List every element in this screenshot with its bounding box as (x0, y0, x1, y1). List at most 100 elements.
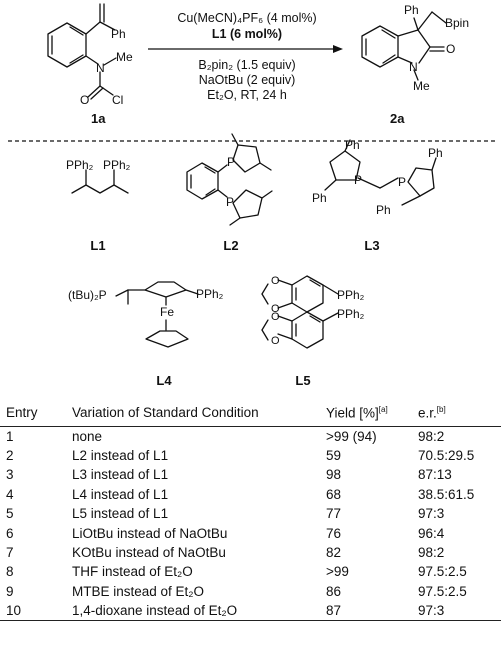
row-entry-cell: 3 (6, 467, 14, 483)
table-row: 6 LiOtBu instead of NaOtBu 76 96:4 (0, 523, 501, 542)
l3-atom-1: Ph (345, 138, 360, 152)
l2-atom-2: P (226, 195, 234, 209)
l5-atom-o1: O (271, 275, 280, 287)
header-yield-note: [a] (378, 405, 388, 414)
boron-reagent-text: B₂pin₂ (1.5 equiv) (198, 58, 295, 72)
l5-atom-o3: O (271, 311, 280, 323)
row-er-cell: 98:2 (418, 545, 445, 561)
header-er-note: [b] (436, 405, 446, 414)
row-variation-cell: THF instead of Et₂O (72, 564, 193, 580)
ligand-l2-label: L2 (223, 238, 238, 253)
row-yield-cell: 86 (326, 583, 342, 599)
substrate-n-atom: N (96, 61, 105, 75)
table-row: 4 L4 instead of L1 68 38.5:61.5 (0, 485, 501, 504)
row-variation-cell: L2 instead of L1 (72, 448, 169, 464)
reaction-scheme: Ph N Me O Cl 1a Cu(MeCN)₄PF₆ (4 mol%) L1… (8, 3, 495, 388)
l3-atom-5: Ph (428, 146, 443, 160)
l3-atom-3: P (354, 173, 362, 187)
row-er-cell: 96:4 (418, 525, 445, 541)
ligand-l1-label: L1 (90, 238, 105, 253)
l3-atom-6: Ph (376, 203, 391, 217)
ligand-l3-structure: Ph Ph P P Ph Ph (312, 138, 443, 217)
substrate-ph-atom: Ph (111, 27, 126, 41)
substrate-1a-structure: Ph N Me O Cl (47, 3, 133, 107)
substrate-o-atom: O (80, 93, 89, 107)
table-row: 1 none >99 (94) 98:2 (0, 426, 501, 446)
l5-atom-1: PPh₂ (337, 288, 365, 302)
results-table: Entry Variation of Standard Condition Yi… (0, 400, 501, 622)
row-entry-cell: 10 (0, 601, 70, 622)
row-entry-cell: 1 (6, 428, 14, 444)
substrate-label: 1a (91, 111, 106, 126)
l5-atom-2: PPh₂ (337, 307, 365, 321)
row-er-cell: 97.5:2.5 (418, 564, 467, 580)
l2-atom-1: P (227, 155, 235, 169)
row-variation-cell: MTBE instead of Et₂O (72, 583, 205, 599)
row-variation-cell: none (72, 428, 103, 444)
header-yield: Yield [%][a] (324, 400, 416, 427)
l4-atom-2: Fe (160, 305, 174, 319)
substrate-me-atom: Me (116, 50, 133, 64)
row-variation-cell: L4 instead of L1 (72, 486, 169, 502)
l5-atom-o2: O (271, 303, 280, 315)
row-variation-cell: L3 instead of L1 (72, 467, 169, 483)
row-entry-cell: 5 (6, 506, 14, 522)
row-er-cell: 98:2 (418, 428, 445, 444)
row-yield-cell: >99 (326, 564, 349, 580)
row-er-cell: 38.5:61.5 (418, 486, 475, 502)
row-variation-cell: L5 instead of L1 (72, 506, 169, 522)
product-2a-structure: Ph Bpin O N Me (361, 3, 469, 93)
table-row: 8 THF instead of Et₂O >99 97.5:2.5 (0, 562, 501, 581)
row-entry-cell: 8 (6, 564, 14, 580)
solvent-conditions-text: Et₂O, RT, 24 h (207, 88, 287, 102)
row-er-cell: 87:13 (418, 467, 452, 483)
row-er-cell: 97.5:2.5 (418, 583, 467, 599)
reaction-arrow (148, 45, 343, 53)
header-er-text: e.r. (418, 405, 437, 421)
header-er: e.r.[b] (416, 400, 501, 427)
row-entry-cell: 4 (6, 486, 14, 502)
substrate-cl-atom: Cl (112, 93, 123, 107)
row-yield-cell: 77 (326, 506, 342, 522)
row-variation-cell: LiOtBu instead of NaOtBu (72, 525, 228, 541)
ligand-l5-label: L5 (295, 373, 310, 388)
product-bpin-atom: Bpin (445, 16, 469, 30)
table-row: 9 MTBE instead of Et₂O 86 97.5:2.5 (0, 582, 501, 601)
row-variation-cell: KOtBu instead of NaOtBu (72, 545, 226, 561)
row-entry-cell: 6 (6, 525, 14, 541)
ligand-l4-structure: (tBu)₂P Fe PPh₂ (68, 281, 224, 348)
l5-atom-o4: O (271, 335, 280, 347)
l3-atom-2: Ph (312, 191, 327, 205)
row-entry-cell: 9 (6, 583, 14, 599)
ligand-l4-label: L4 (156, 373, 172, 388)
l4-atom-3: PPh₂ (196, 287, 224, 301)
product-ph-atom: Ph (404, 3, 419, 17)
table-header-row: Entry Variation of Standard Condition Yi… (0, 400, 501, 427)
product-n-atom: N (409, 60, 418, 74)
product-label: 2a (390, 111, 405, 126)
base-text: NaOtBu (2 equiv) (199, 73, 296, 87)
l1-atom-2: PPh₂ (103, 158, 131, 172)
row-yield-cell: >99 (94) (326, 428, 377, 444)
product-me-atom: Me (413, 79, 430, 93)
row-entry-cell: 2 (6, 448, 14, 464)
ligand-l5-structure: O O O O PPh₂ PPh₂ (261, 275, 365, 349)
header-variation: Variation of Standard Condition (70, 400, 324, 427)
row-er-cell: 97:3 (418, 506, 445, 522)
l1-atom-1: PPh₂ (66, 158, 94, 172)
row-variation-cell: 1,4-dioxane instead of Et₂O (70, 601, 324, 622)
ligand-l1-structure: PPh₂ PPh₂ (66, 158, 131, 194)
row-yield-cell: 59 (326, 448, 342, 464)
row-entry-cell: 7 (6, 545, 14, 561)
row-yield-cell: 76 (326, 525, 342, 541)
row-yield-cell: 82 (326, 545, 342, 561)
l3-atom-4: P (398, 175, 406, 189)
table-row: 7 KOtBu instead of NaOtBu 82 98:2 (0, 543, 501, 562)
product-o-atom: O (446, 42, 455, 56)
row-yield-cell: 68 (326, 486, 342, 502)
ligand-l3-label: L3 (364, 238, 379, 253)
header-entry: Entry (0, 400, 70, 427)
